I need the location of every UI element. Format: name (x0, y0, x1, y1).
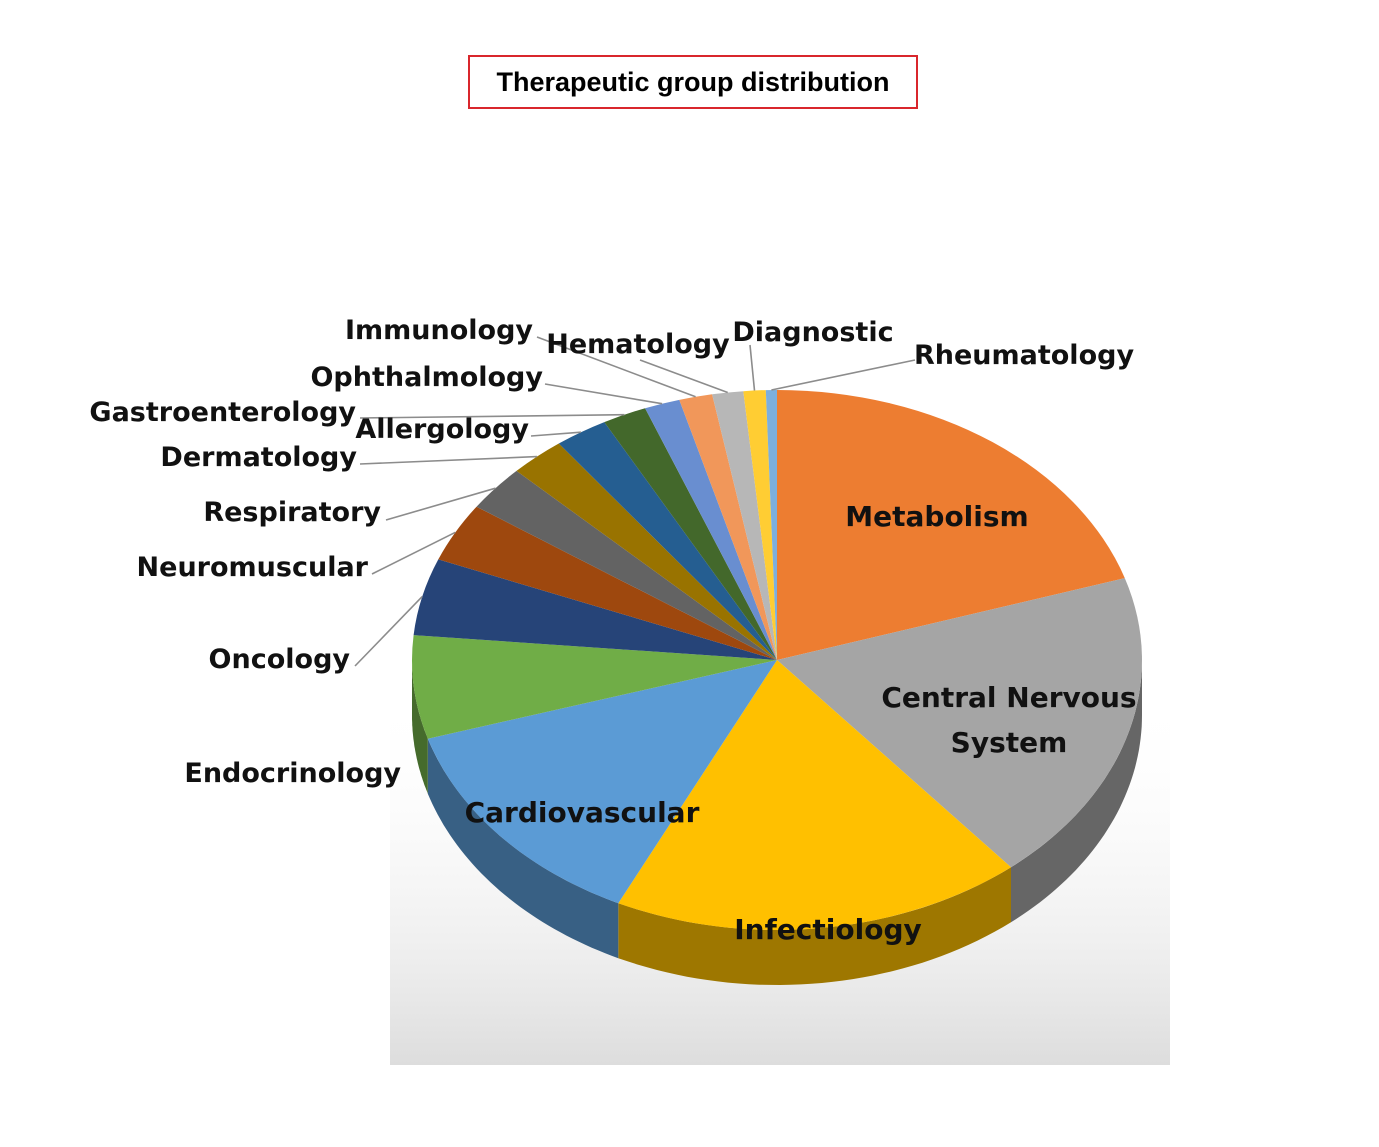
outside-label-respiratory: Respiratory (203, 497, 381, 528)
slice-gastroenterology (604, 408, 777, 660)
slice-side-infectiology (618, 867, 1011, 985)
leader-line-oncology (354, 596, 423, 667)
outside-label-ophthalmology: Ophthalmology (310, 362, 543, 393)
slice-metabolism (777, 390, 1125, 660)
outside-label-allergology: Allergology (355, 414, 529, 445)
outside-label-hematology: Hematology (546, 329, 730, 360)
leader-line-hematology (639, 359, 728, 394)
slice-ophthalmology (645, 399, 777, 660)
slice-endocrinology (412, 635, 777, 739)
slice-rheumatology (765, 389, 777, 660)
leader-line-rheumatology (771, 359, 916, 391)
leader-line-immunology (536, 336, 696, 398)
slice-neuromuscular (438, 506, 777, 660)
leader-line-dermatology (359, 455, 538, 465)
outside-label-dermatology: Dermatology (160, 442, 357, 473)
outside-label-oncology: Oncology (209, 644, 351, 675)
slice-hematology (712, 391, 777, 660)
slice-dermatology (516, 443, 777, 660)
slice-infectiology (618, 660, 1011, 931)
slice-label-infectiology: Infectiology (734, 913, 921, 946)
leader-line-neuromuscular (371, 531, 456, 575)
slice-label-metabolism: Metabolism (845, 500, 1028, 533)
leader-line-gastroenterology (359, 413, 625, 419)
outside-label-neuromuscular: Neuromuscular (137, 552, 369, 583)
slice-allergology (558, 422, 777, 660)
leader-line-respiratory (385, 487, 496, 521)
leader-line-diagnostic (749, 344, 756, 391)
slice-cardiovascular (427, 660, 777, 904)
outside-label-endocrinology: Endocrinology (184, 758, 401, 789)
slice-label-cns-line2: System (951, 726, 1068, 759)
slice-label-cns-line1: Central Nervous (881, 681, 1136, 714)
leader-line-allergology (530, 431, 582, 437)
slice-side-cardiovascular (427, 738, 619, 959)
outside-label-diagnostic: Diagnostic (732, 317, 893, 348)
outside-label-gastroenterology: Gastroenterology (89, 397, 356, 428)
leader-line-ophthalmology (544, 383, 663, 405)
slice-respiratory (476, 470, 777, 660)
outside-label-immunology: Immunology (345, 315, 533, 346)
slice-side-central-nervous-system (1011, 660, 1142, 923)
slice-label-cardiovascular: Cardiovascular (465, 796, 700, 829)
outside-label-rheumatology: Rheumatology (914, 340, 1134, 371)
chart-title: Therapeutic group distribution (468, 55, 918, 109)
slice-diagnostic (743, 390, 777, 660)
slice-central-nervous-system (777, 578, 1142, 868)
slice-immunology (679, 394, 777, 660)
slice-oncology (413, 559, 777, 660)
slice-side-endocrinology (412, 660, 428, 794)
